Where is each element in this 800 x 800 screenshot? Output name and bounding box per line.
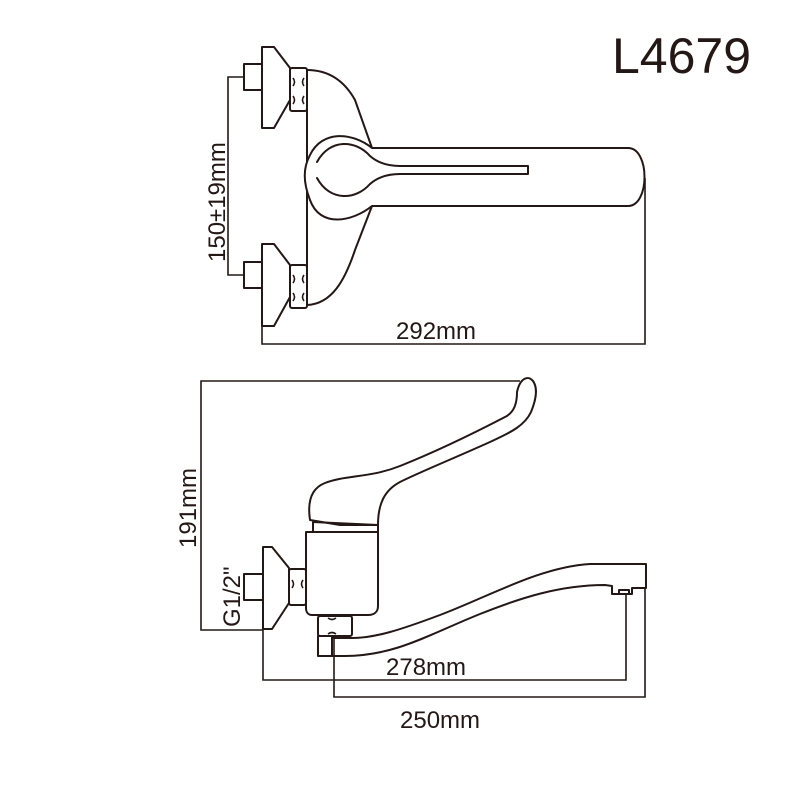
dim-inlet-to-outlet-label: 278mm	[386, 654, 466, 681]
dim-overall-length: 292mm	[261, 178, 646, 345]
top-lever-handle	[303, 135, 646, 221]
side-spout	[331, 563, 647, 657]
side-wall-inlet	[243, 546, 307, 630]
top-view: 150±19mm 292mm	[204, 46, 646, 345]
dim-overall-length-label: 292mm	[396, 318, 476, 345]
dim-inlet-spacing-label: 150±19mm	[204, 142, 231, 262]
side-spout-nut	[317, 615, 353, 657]
top-lower-inlet	[243, 243, 308, 327]
model-number: L4679	[612, 28, 751, 84]
side-lever-handle	[308, 377, 537, 533]
top-upper-inlet	[243, 46, 308, 129]
dim-inlet-spacing: 150±19mm	[204, 76, 244, 276]
dim-spout-reach: 250mm	[333, 588, 646, 734]
dim-overall-height: 191mm	[175, 380, 520, 631]
side-body	[305, 531, 379, 616]
dim-inlet-to-outlet: 278mm	[262, 594, 627, 681]
side-view: 191mm G1/2" 278mm 250mm	[175, 377, 647, 734]
dim-spout-reach-label: 250mm	[400, 707, 480, 734]
dim-thread-label: G1/2"	[219, 566, 246, 627]
dim-overall-height-label: 191mm	[175, 468, 202, 548]
